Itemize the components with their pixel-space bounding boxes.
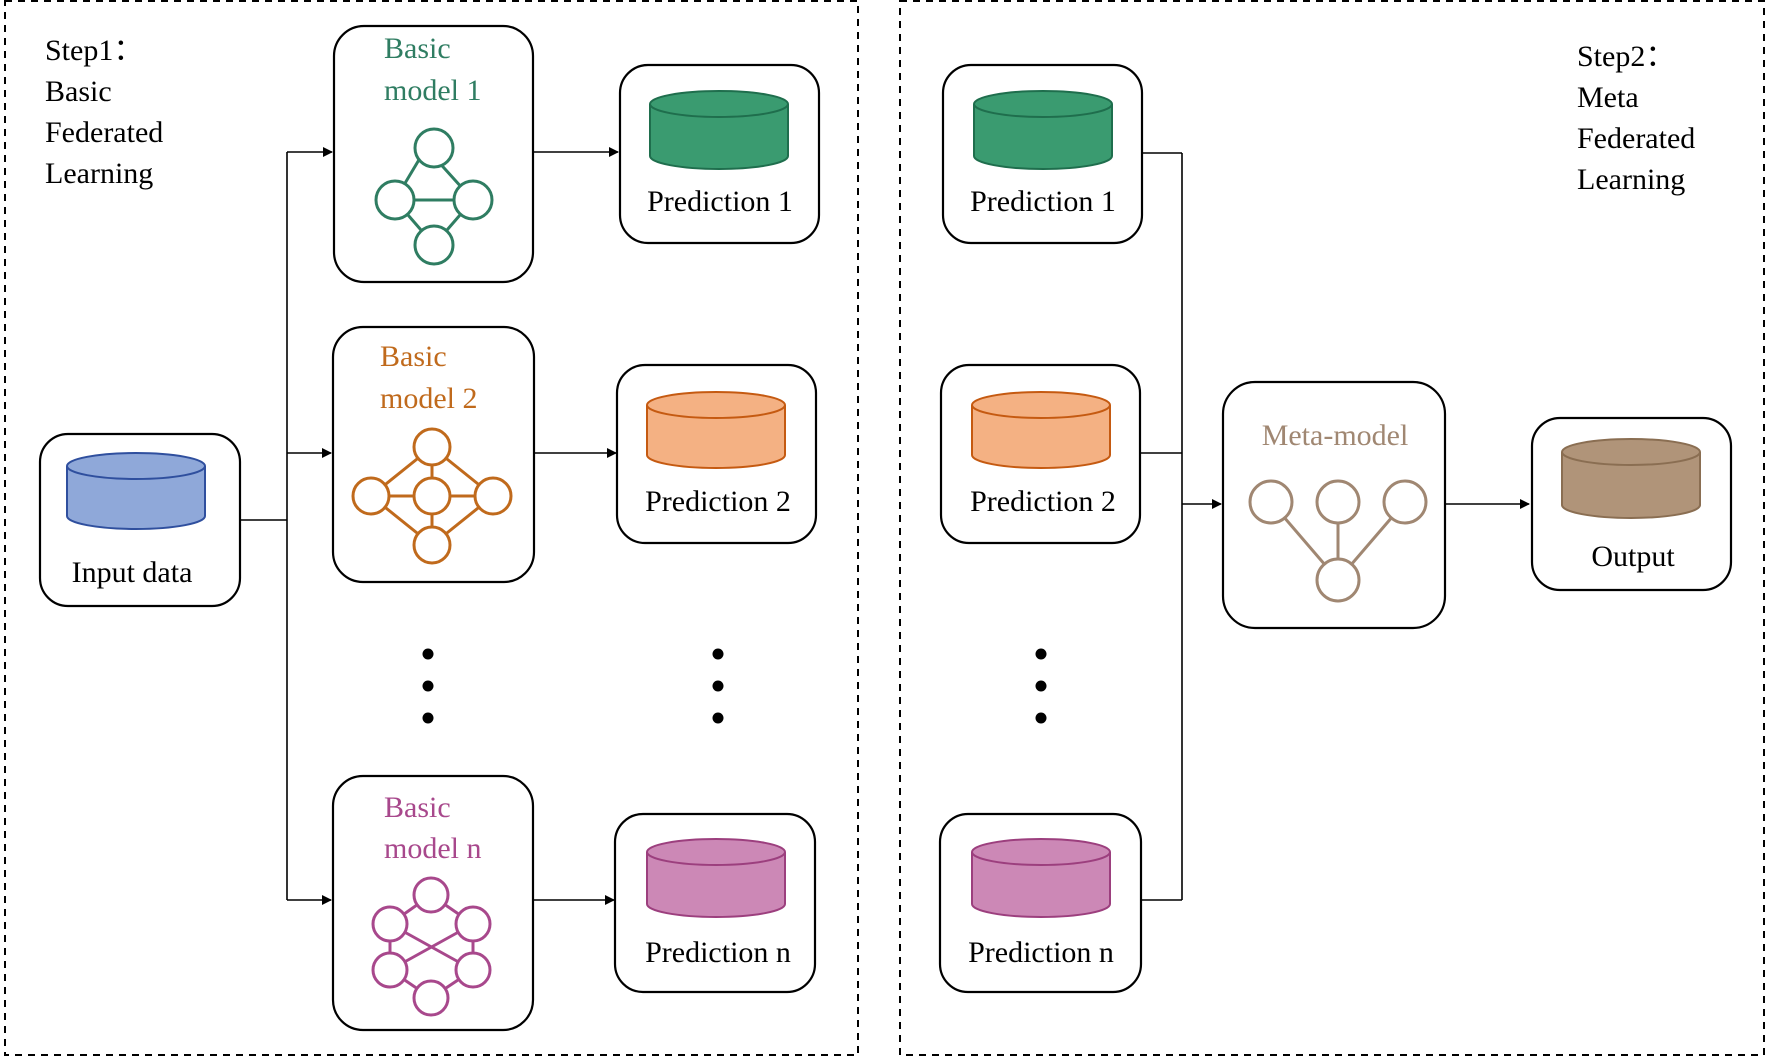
output-database-icon — [1561, 438, 1701, 519]
prediction-database-icon — [973, 90, 1113, 170]
step1-frame — [4, 0, 859, 1056]
step2-label-line1: Step2： — [1577, 40, 1675, 73]
input-database-icon — [66, 452, 206, 530]
step2-prediction-n-label: Prediction n — [968, 936, 1114, 969]
input-data-box: Input data — [38, 432, 242, 608]
step2-label-line2: Meta — [1577, 81, 1639, 114]
prediction-database-icon — [646, 391, 786, 469]
step2-prediction-n-box: Prediction n — [938, 812, 1143, 994]
basic-model-1-label-line1: Basic — [384, 32, 451, 65]
step1-prediction-n-box: Prediction n — [613, 812, 817, 994]
step2-label: Step2： Meta Federated Learning — [1577, 40, 1695, 196]
step2-prediction-2-box: Prediction 2 — [939, 363, 1142, 545]
neural-network-diamond-icon — [374, 127, 494, 266]
input-data-label: Input data — [72, 556, 193, 589]
neural-network-icon — [351, 427, 513, 565]
prediction-database-icon — [971, 838, 1111, 918]
basic-model-2-label-line2: model 2 — [380, 382, 478, 415]
step2-prediction-1-box: Prediction 1 — [941, 63, 1144, 245]
basic-model-n-label-line1: Basic — [384, 791, 451, 824]
basic-model-1-label-line2: model 1 — [384, 74, 482, 107]
step1-connectors — [240, 147, 619, 905]
step1-label-line3: Federated — [45, 116, 163, 149]
output-box: Output — [1530, 416, 1733, 592]
step1-prediction-n-label: Prediction n — [645, 936, 791, 969]
step1-label-line1: Step1： — [45, 34, 143, 67]
meta-model-label: Meta-model — [1262, 419, 1409, 452]
step1-label-line2: Basic — [45, 75, 112, 108]
step1-prediction-1-label: Prediction 1 — [647, 185, 793, 218]
basic-model-n-label-line2: model n — [384, 832, 482, 865]
step2-connectors — [1140, 152, 1530, 901]
step1-label-line4: Learning — [45, 157, 153, 190]
basic-model-2-box: Basic model 2 — [331, 325, 536, 584]
step2-prediction-1-label: Prediction 1 — [970, 185, 1116, 218]
step2-label-line3: Federated — [1577, 122, 1695, 155]
prediction-database-icon — [971, 391, 1111, 469]
prediction-database-icon — [646, 838, 786, 918]
step2-label-line4: Learning — [1577, 163, 1685, 196]
step2-frame — [899, 0, 1765, 1056]
step1-label: Step1： Basic Federated Learning — [45, 34, 163, 190]
prediction-database-icon — [649, 90, 789, 170]
step1-prediction-2-label: Prediction 2 — [645, 485, 791, 518]
basic-model-n-box: Basic model n — [331, 774, 535, 1032]
ellipsis-dots — [422, 648, 1047, 724]
meta-model-box: Meta-model — [1221, 380, 1447, 630]
step1-prediction-2-box: Prediction 2 — [615, 363, 818, 545]
step1-prediction-1-box: Prediction 1 — [618, 63, 821, 245]
neural-network-funnel-icon — [1248, 479, 1428, 603]
basic-model-1-box: Basic model 1 — [332, 24, 535, 284]
output-label: Output — [1591, 540, 1675, 573]
basic-model-2-label-line1: Basic — [380, 340, 447, 373]
step2-prediction-2-label: Prediction 2 — [970, 485, 1116, 518]
neural-network-crossed-icon — [371, 876, 492, 1017]
